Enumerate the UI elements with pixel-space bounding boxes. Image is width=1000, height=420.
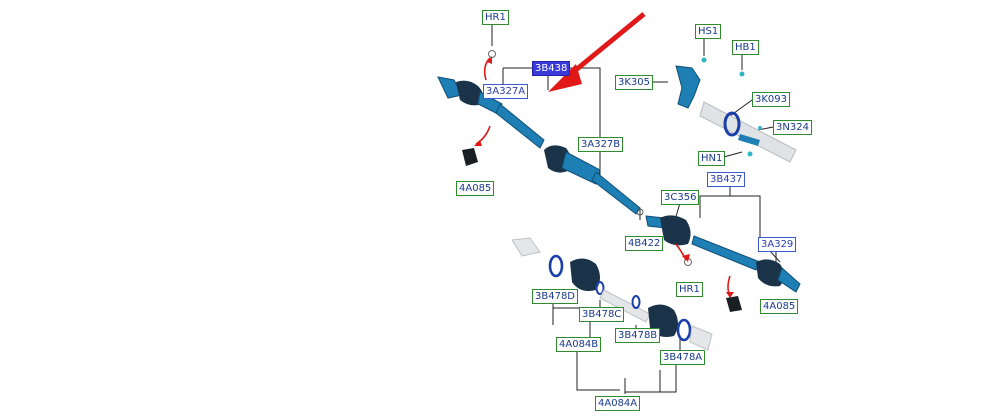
outer-cv-joint-right	[777, 267, 801, 293]
label-4a084a[interactable]: 4A084A	[595, 396, 641, 411]
bearing-bracket-assembly	[675, 57, 797, 163]
label-3b478b[interactable]: 3B478B	[615, 328, 661, 343]
label-3k305[interactable]: 3K305	[615, 75, 654, 90]
red-arrow-circlip-top	[483, 57, 491, 81]
intermediate-shaft	[591, 171, 641, 215]
label-hb1[interactable]: HB1	[732, 40, 759, 55]
boot-left-kit	[570, 258, 600, 291]
label-3k093[interactable]: 3K093	[752, 92, 791, 107]
ring-3B478A	[676, 318, 692, 342]
label-3b478c[interactable]: 3B478C	[579, 307, 625, 322]
label-3b478a[interactable]: 3B478A	[660, 350, 706, 365]
label-3b478d[interactable]: 3B478D	[532, 289, 579, 304]
label-3n324[interactable]: 3N324	[773, 120, 812, 135]
snap-ring-mid	[636, 208, 644, 216]
bushing-right	[726, 296, 742, 312]
outer-boot-left	[456, 80, 484, 106]
label-3c356[interactable]: 3C356	[661, 190, 700, 205]
small-parts	[462, 50, 742, 312]
bushing-left	[462, 148, 478, 166]
label-hn1[interactable]: HN1	[698, 151, 726, 166]
left-driveshaft	[437, 76, 801, 293]
bearing-ring	[723, 111, 741, 137]
ghost-joint-left	[511, 237, 541, 257]
bracket	[675, 65, 701, 109]
label-3b438-selected[interactable]: 3B438	[532, 61, 571, 76]
label-hr1-top[interactable]: HR1	[482, 10, 509, 25]
axle-shaft-a	[495, 103, 545, 149]
label-4a085-left[interactable]: 4A085	[456, 181, 495, 196]
outer-boot-right	[756, 259, 784, 287]
inner-boot-right	[660, 215, 691, 246]
label-4a084b[interactable]: 4A084B	[556, 337, 602, 352]
boot-kit-exploded	[511, 237, 713, 351]
label-hr1-bottom[interactable]: HR1	[676, 282, 703, 297]
bearing-clip	[738, 134, 760, 146]
support-shaft-ghost	[699, 101, 797, 163]
label-4b422[interactable]: 4B422	[625, 236, 664, 251]
ghost-joint-right	[689, 325, 713, 351]
callout-arrow	[548, 12, 646, 92]
label-3a329[interactable]: 3A329	[758, 237, 797, 252]
label-3b437[interactable]: 3B437	[707, 172, 746, 187]
red-arrow-bushing-left	[475, 125, 491, 145]
ghost-shaft-kit	[599, 289, 651, 323]
ring-3B478D	[548, 254, 564, 278]
label-3a327b[interactable]: 3A327B	[578, 137, 624, 152]
label-4a085-right[interactable]: 4A085	[760, 299, 799, 314]
label-hs1[interactable]: HS1	[695, 24, 722, 39]
label-3a327a[interactable]: 3A327A	[483, 84, 529, 99]
ring-3B478C	[595, 281, 605, 295]
ring-3B478B	[631, 295, 641, 309]
axle-shaft-b	[691, 235, 761, 271]
